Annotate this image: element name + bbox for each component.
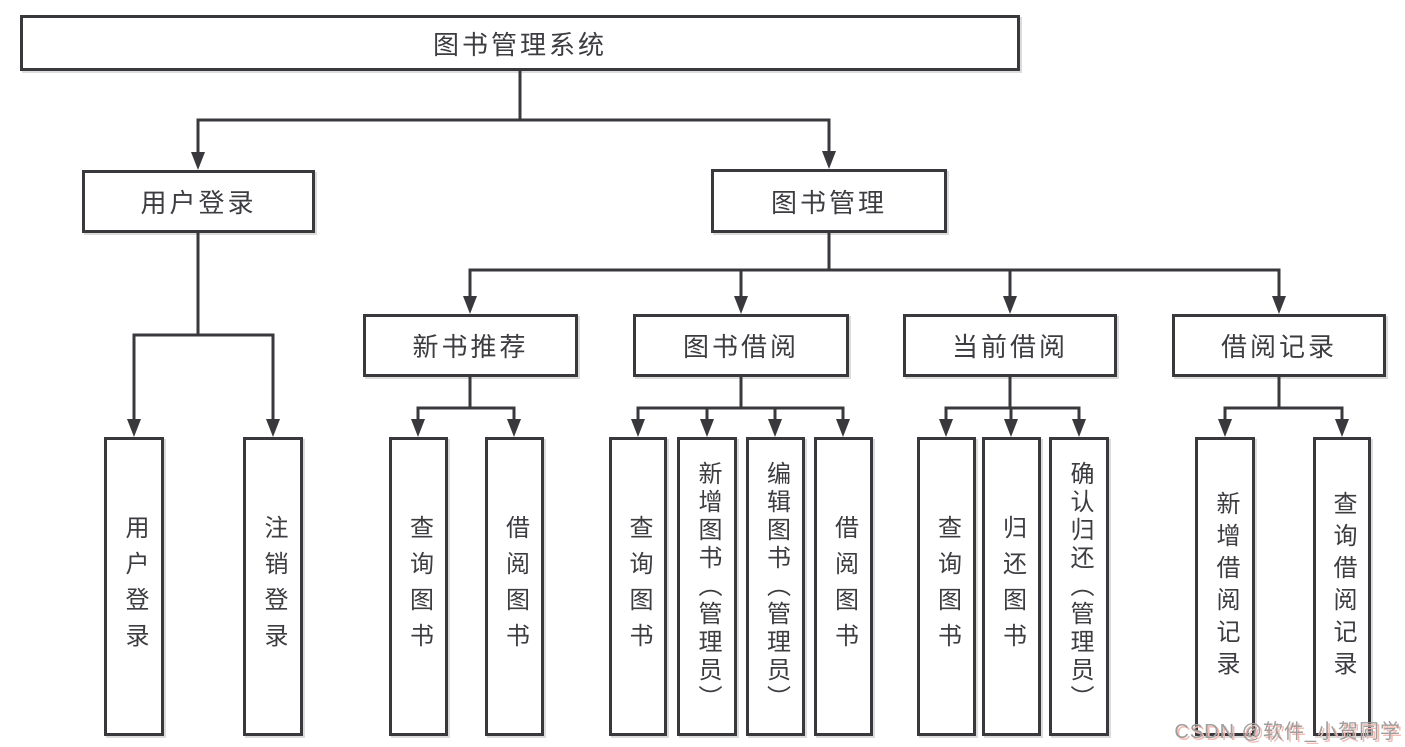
leaf-return-books: 归还图书 — [982, 437, 1041, 736]
node-book-management: 图书管理 — [711, 169, 947, 233]
node-book-management-label: 图书管理 — [770, 187, 887, 218]
leaf-borrow-books-recommend-label: 借阅图书 — [501, 514, 529, 659]
leaf-logout-login-label: 注销登录 — [260, 514, 287, 659]
node-borrowing-records: 借阅记录 — [1172, 314, 1386, 377]
leaf-return-books-label: 归还图书 — [998, 514, 1026, 659]
node-book-borrowing-label: 图书借阅 — [682, 332, 799, 362]
leaf-borrow-books-recommend: 借阅图书 — [485, 437, 544, 736]
leaf-confirm-return-admin: 确认归还（管理员） — [1049, 437, 1109, 736]
leaf-borrow-books: 借阅图书 — [814, 437, 873, 736]
leaf-query-borrow-record: 查询借阅记录 — [1313, 437, 1371, 736]
leaf-query-books-recommend: 查询图书 — [389, 437, 448, 736]
node-root: 图书管理系统 — [20, 15, 1020, 71]
leaf-logout-login: 注销登录 — [243, 437, 303, 736]
node-new-book-recommend-label: 新书推荐 — [412, 332, 529, 362]
node-current-borrowing: 当前借阅 — [903, 314, 1117, 377]
leaf-add-borrow-record-label: 新增借阅记录 — [1212, 490, 1239, 683]
leaf-query-books-recommend-label: 查询图书 — [405, 514, 433, 659]
leaf-edit-book-admin: 编辑图书（管理员） — [746, 437, 805, 736]
leaf-confirm-return-admin-label: 确认归还（管理员） — [1066, 460, 1093, 713]
leaf-edit-book-admin-label: 编辑图书（管理员） — [762, 460, 790, 713]
node-root-label: 图书管理系统 — [432, 29, 607, 60]
leaf-query-books-current-label: 查询图书 — [933, 514, 961, 659]
node-borrowing-records-label: 借阅记录 — [1220, 332, 1337, 362]
node-user-login-group-label: 用户登录 — [140, 188, 257, 218]
leaf-add-book-admin-label: 新增图书（管理员） — [694, 460, 721, 713]
node-current-borrowing-label: 当前借阅 — [951, 332, 1068, 362]
node-user-login-group: 用户登录 — [82, 170, 315, 233]
leaf-add-borrow-record: 新增借阅记录 — [1195, 437, 1255, 736]
leaf-query-books-current: 查询图书 — [917, 437, 976, 736]
node-book-borrowing: 图书借阅 — [633, 314, 849, 377]
leaf-query-borrow-record-label: 查询借阅记录 — [1329, 490, 1356, 683]
leaf-query-books-borrowing: 查询图书 — [609, 437, 667, 736]
csdn-watermark: CSDN @软件_小贺同学 — [1174, 721, 1401, 743]
leaf-user-login: 用户登录 — [104, 437, 164, 736]
leaf-user-login-label: 用户登录 — [121, 514, 148, 659]
leaf-add-book-admin: 新增图书（管理员） — [677, 437, 737, 736]
leaf-borrow-books-label: 借阅图书 — [830, 514, 858, 659]
node-new-book-recommend: 新书推荐 — [363, 314, 578, 377]
leaf-query-books-borrowing-label: 查询图书 — [625, 514, 652, 659]
